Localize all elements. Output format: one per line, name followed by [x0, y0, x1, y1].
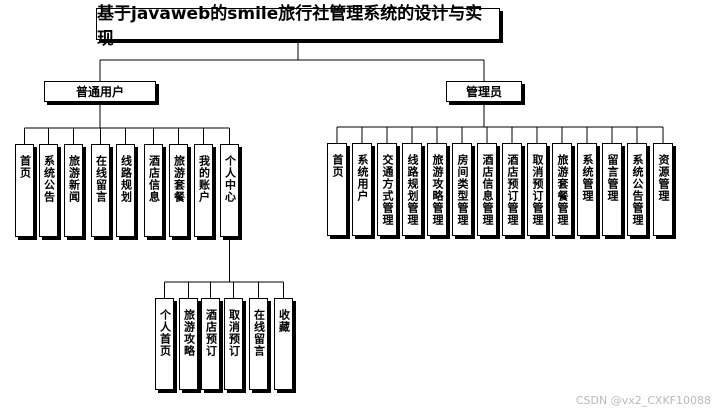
system-title: 基于javaweb的smile旅行社管理系统的设计与实现: [97, 4, 483, 49]
user-module-label: 旅游新闻: [67, 155, 81, 203]
user-module-label: 首页: [18, 155, 32, 179]
user-module-box: 旅游新闻: [64, 144, 83, 237]
admin-module-label: 取消预订管理: [531, 154, 544, 226]
admin-module-label: 系统用户: [356, 154, 369, 202]
personal-item-label: 收藏: [277, 309, 291, 333]
personal-item-box: 取消预订: [224, 298, 243, 390]
user-module-box: 在线留言: [91, 144, 110, 237]
admin-module-label: 旅游套餐管理: [556, 154, 569, 226]
user-module-label: 酒店信息: [147, 155, 161, 203]
admin-module-label: 房间类型管理: [456, 154, 469, 226]
personal-item-box: 收藏: [274, 298, 293, 390]
user-module-label: 在线留言: [94, 155, 108, 203]
user-module-label: 线路规划: [119, 155, 133, 203]
user-module-box: 旅游套餐: [169, 144, 188, 237]
personal-item-box: 个人首页: [155, 298, 174, 390]
watermark: CSDN @vx2_CXKF10088: [575, 394, 711, 407]
admin-module-box: 酒店预订管理: [502, 143, 522, 236]
admin-module-box: 交通方式管理: [377, 143, 397, 236]
personal-item-label: 酒店预订: [204, 309, 218, 357]
admin-module-box: 系统公告管理: [627, 143, 647, 236]
admin-module-box: 线路规划管理: [402, 143, 422, 236]
admin-module-box: 首页: [327, 143, 347, 236]
admin-module-box: 旅游套餐管理: [552, 143, 572, 236]
user-module-label: 个人中心: [223, 155, 237, 203]
admin-module-box: 旅游攻略管理: [427, 143, 447, 236]
user-module-label: 旅游套餐: [172, 155, 186, 203]
admin-module-box: 留言管理: [602, 143, 622, 236]
admin-group-box: 管理员: [446, 81, 522, 102]
user-module-label: 系统公告: [42, 155, 56, 203]
admin-module-box: 资源管理: [653, 143, 673, 236]
personal-item-box: 酒店预订: [201, 298, 220, 390]
admin-module-box: 系统用户: [352, 143, 372, 236]
admin-module-label: 旅游攻略管理: [431, 154, 444, 226]
admin-module-label: 酒店信息管理: [481, 154, 494, 226]
personal-item-box: 在线留言: [249, 298, 268, 390]
personal-item-box: 旅游攻略: [179, 298, 198, 390]
admin-module-label: 系统公告管理: [631, 154, 644, 226]
admin-module-label: 酒店预订管理: [506, 154, 519, 226]
admin-module-label: 留言管理: [606, 154, 619, 202]
user-group-label: 普通用户: [75, 85, 124, 99]
personal-item-label: 在线留言: [252, 309, 266, 357]
personal-item-label: 个人首页: [158, 309, 172, 357]
user-module-box: 线路规划: [116, 144, 135, 237]
personal-item-label: 旅游攻略: [182, 309, 196, 357]
admin-module-label: 线路规划管理: [406, 154, 419, 226]
admin-module-box: 酒店信息管理: [477, 143, 497, 236]
user-module-box: 系统公告: [39, 144, 58, 237]
user-module-box: 首页: [15, 144, 34, 237]
user-module-box: 我的账户: [194, 144, 213, 237]
admin-module-box: 房间类型管理: [452, 143, 472, 236]
admin-module-label: 交通方式管理: [381, 154, 394, 226]
admin-module-label: 资源管理: [657, 154, 670, 202]
user-module-box: 酒店信息: [144, 144, 163, 237]
admin-group-label: 管理员: [465, 85, 502, 99]
user-group-box: 普通用户: [44, 81, 156, 102]
personal-item-label: 取消预订: [227, 309, 241, 357]
admin-module-label: 首页: [331, 154, 344, 178]
user-module-label: 我的账户: [197, 155, 211, 203]
admin-module-box: 系统管理: [577, 143, 597, 236]
admin-module-label: 系统管理: [581, 154, 594, 202]
admin-module-box: 取消预订管理: [527, 143, 547, 236]
user-module-box: 个人中心: [220, 144, 239, 237]
system-title-box: 基于javaweb的smile旅行社管理系统的设计与实现: [96, 4, 500, 49]
